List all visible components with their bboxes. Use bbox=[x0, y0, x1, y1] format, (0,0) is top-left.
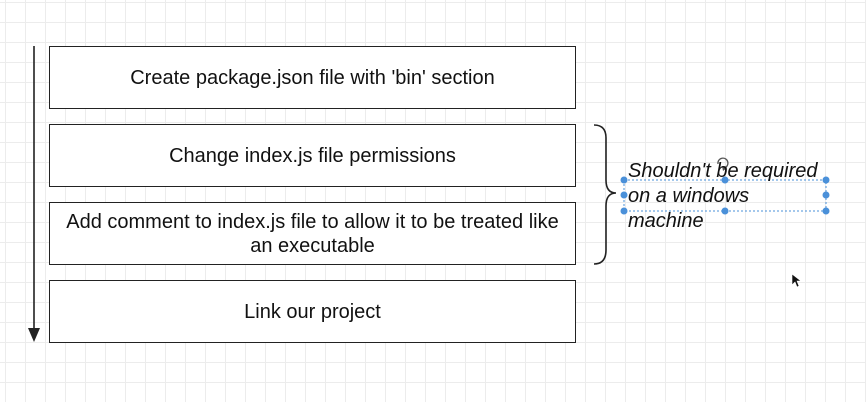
selection-handle-ml[interactable] bbox=[620, 191, 628, 199]
step-box-change-permissions[interactable]: Change index.js file permissions bbox=[49, 124, 576, 187]
selection-handle-tl[interactable] bbox=[620, 176, 628, 184]
selection-handle-bm[interactable] bbox=[721, 207, 729, 215]
selection-handle-br[interactable] bbox=[822, 207, 830, 215]
selection-handle-tm[interactable] bbox=[721, 176, 729, 184]
step-box-add-comment[interactable]: Add comment to index.js file to allow it… bbox=[49, 202, 576, 265]
rotate-handle-icon[interactable] bbox=[717, 157, 729, 171]
curly-brace bbox=[593, 124, 617, 265]
step-box-create-package-json[interactable]: Create package.json file with 'bin' sect… bbox=[49, 46, 576, 109]
step-label: Create package.json file with 'bin' sect… bbox=[130, 66, 495, 89]
step-label: Change index.js file permissions bbox=[169, 144, 456, 167]
selection-handle-bl[interactable] bbox=[620, 207, 628, 215]
step-box-link-project[interactable]: Link our project bbox=[49, 280, 576, 343]
note-text[interactable]: Shouldn't be required on a windows machi… bbox=[628, 160, 818, 232]
selection-handle-mr[interactable] bbox=[822, 191, 830, 199]
step-label: Link our project bbox=[244, 300, 381, 323]
mouse-pointer-icon bbox=[791, 273, 802, 288]
selection-handle-tr[interactable] bbox=[822, 176, 830, 184]
step-label: Add comment to index.js file to allow it… bbox=[66, 210, 559, 257]
flow-arrow-head bbox=[28, 328, 40, 342]
